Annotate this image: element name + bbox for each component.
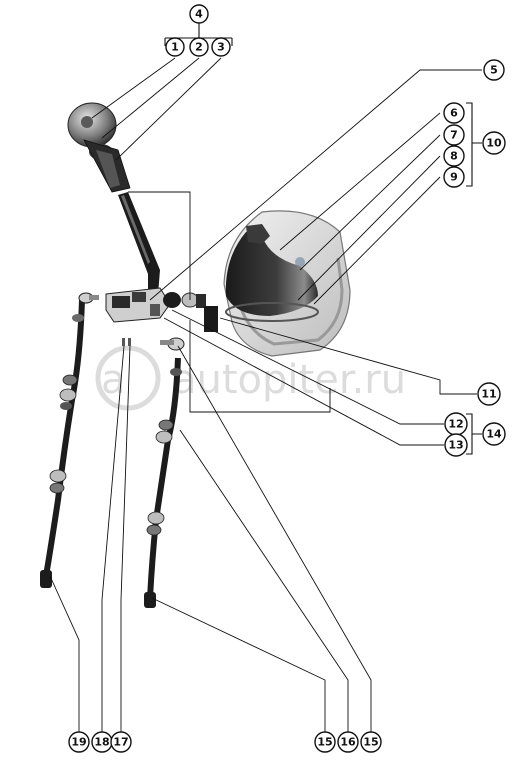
callout-15-left: 15 (314, 731, 336, 753)
callout-11-label: 11 (481, 388, 496, 401)
callout-16: 16 (337, 731, 359, 753)
watermark-logo-glyph: a (101, 357, 126, 403)
selector-mechanism (105, 287, 218, 332)
callout-3-label: 3 (217, 41, 225, 54)
callout-16-label: 16 (340, 736, 356, 749)
shifter-boot-assembly (223, 210, 351, 357)
callout-6: 6 (443, 102, 465, 124)
callout-1-label: 1 (171, 41, 179, 54)
callout-9-label: 9 (450, 171, 458, 184)
callout-17-label: 17 (113, 736, 128, 749)
callout-15-left-label: 15 (317, 736, 332, 749)
callout-14: 14 (482, 422, 506, 446)
callout-5: 5 (483, 59, 505, 81)
callout-15-right-label: 15 (363, 736, 378, 749)
callout-12: 12 (444, 412, 468, 436)
gear-knob (67, 102, 131, 193)
gear-lever (118, 192, 160, 295)
callout-18-label: 18 (94, 736, 109, 749)
callout-7: 7 (443, 124, 465, 146)
callout-6-label: 6 (450, 107, 458, 120)
callout-12-label: 12 (448, 418, 463, 431)
callout-8: 8 (443, 145, 465, 167)
callout-8-label: 8 (450, 150, 458, 163)
callout-14-label: 14 (486, 428, 502, 441)
left-cable (40, 292, 99, 588)
callout-10: 10 (482, 131, 506, 155)
retaining-pins (122, 338, 131, 346)
watermark-text: autopiter.ru (172, 357, 406, 403)
callout-17: 17 (110, 731, 132, 753)
callout-4-label: 4 (195, 8, 203, 21)
brackets (164, 22, 482, 455)
callout-15-right: 15 (360, 731, 382, 753)
leader-lines (49, 57, 482, 732)
watermark: a autopiter.ru (95, 345, 406, 411)
callout-3: 3 (211, 37, 231, 57)
callout-4: 4 (189, 4, 209, 24)
callout-9: 9 (443, 166, 465, 188)
callout-18: 18 (91, 731, 113, 753)
callout-5-label: 5 (490, 64, 498, 77)
callout-7-label: 7 (450, 129, 458, 142)
right-cable (144, 337, 185, 608)
callout-2-label: 2 (195, 41, 203, 54)
callout-10-label: 10 (486, 137, 502, 150)
callout-2: 2 (189, 37, 209, 57)
callout-11: 11 (477, 382, 501, 406)
callout-1: 1 (165, 37, 185, 57)
callout-19: 19 (68, 731, 90, 753)
callout-13: 13 (444, 433, 468, 457)
callout-19-label: 19 (71, 736, 86, 749)
callout-13-label: 13 (448, 439, 463, 452)
